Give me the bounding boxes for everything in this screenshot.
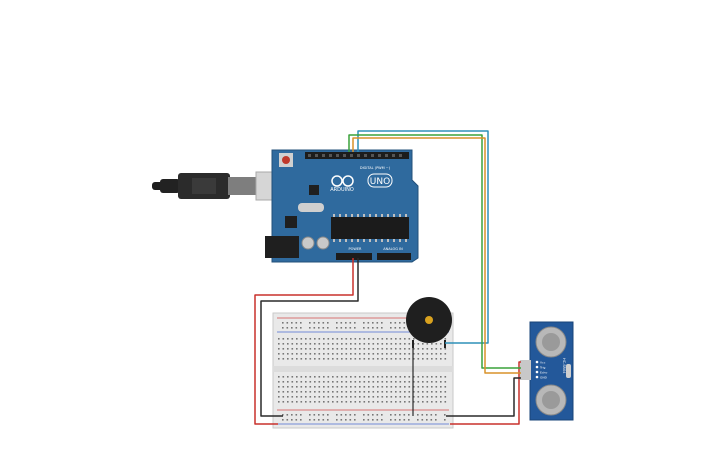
pin-echo-label: Echo — [540, 371, 547, 375]
pin-gnd-label: GND — [540, 376, 548, 380]
ultrasonic-sensor[interactable]: Vcc Trig Echo GND HC-SR04 — [520, 321, 574, 421]
crystal-icon — [298, 203, 324, 212]
wire-5v-red[interactable] — [254, 258, 354, 425]
digital-header-label: DIGITAL (PWM ~) — [360, 166, 391, 170]
sensor-model-label: HC-SR04 — [562, 358, 566, 374]
wire-trig-green[interactable] — [348, 134, 521, 369]
breadboard[interactable] — [272, 312, 454, 429]
wire-echo-orange[interactable] — [352, 137, 521, 374]
wire-sensor-gnd-black[interactable] — [446, 377, 521, 417]
piezo-buzzer[interactable] — [406, 297, 452, 348]
analog-header[interactable] — [377, 253, 411, 260]
analog-header-label: ANALOG IN — [383, 247, 403, 251]
arduino-brand-label: ARDUINO — [330, 187, 354, 193]
capacitor-icon — [301, 236, 315, 250]
arduino-uno-board[interactable]: ARDUINO UNO DIGITAL (PWM ~) POWER ANALOG… — [265, 149, 419, 263]
power-header-label: POWER — [349, 247, 363, 251]
pin-vcc-label: Vcc — [540, 361, 546, 365]
dc-jack — [265, 236, 299, 258]
usb-cable[interactable] — [152, 171, 293, 201]
microcontroller-chip — [331, 217, 409, 239]
arduino-infinity-logo — [331, 175, 354, 187]
wire-gnd-black[interactable] — [260, 258, 359, 417]
capacitor-icon — [316, 236, 330, 250]
buzzer-center-icon — [425, 316, 433, 324]
pin-trig-label: Trig — [539, 366, 545, 370]
wire-sensor-vcc-red[interactable] — [450, 361, 521, 425]
arduino-model-label: UNO — [370, 177, 390, 187]
sensor-header[interactable] — [520, 360, 531, 380]
power-header[interactable] — [336, 253, 372, 260]
